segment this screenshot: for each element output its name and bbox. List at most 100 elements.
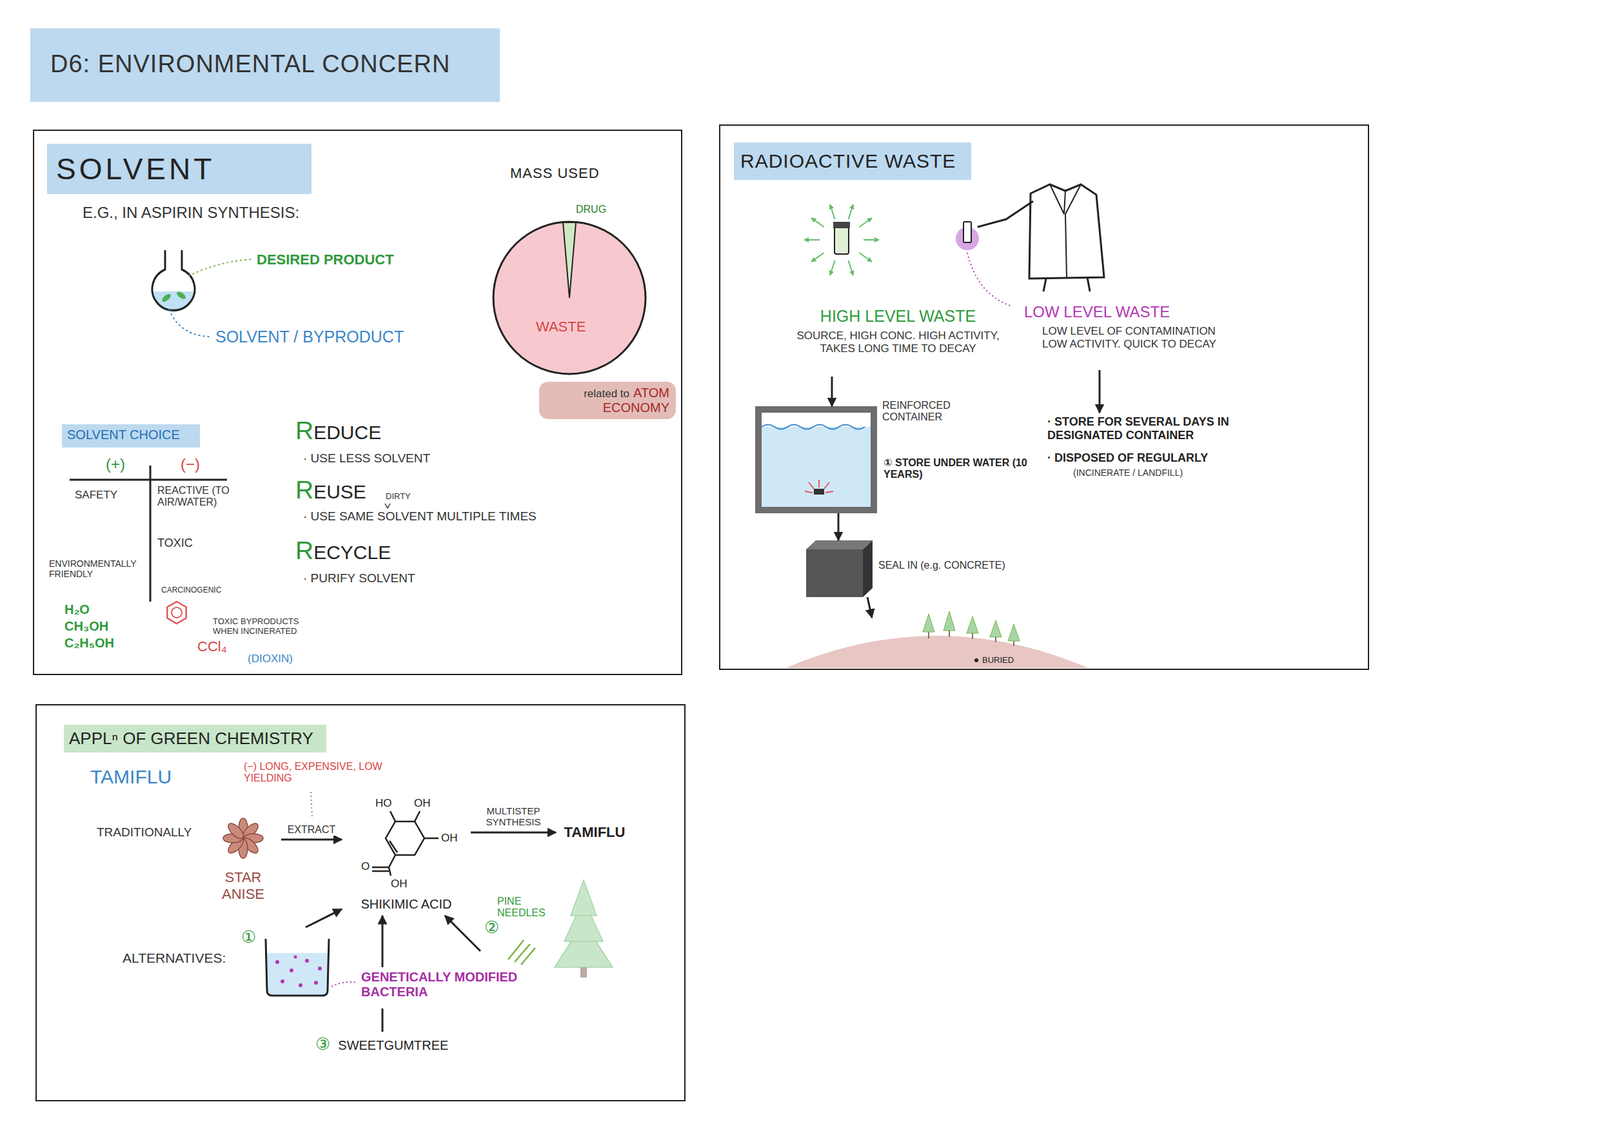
concrete-block: SEAL IN (e.g. CONCRETE): [806, 540, 873, 598]
double-bond: [389, 840, 398, 853]
beaker-liquid: [266, 953, 328, 996]
node-text: (INCINERATE / LANDFILL): [1073, 467, 1262, 478]
label-text: (−) LONG, EXPENSIVE, LOW YIELDING: [243, 760, 383, 785]
vial: [834, 227, 849, 255]
pine-tree: [554, 880, 613, 968]
dot: [289, 968, 294, 973]
node-text: SOURCE, HIGH CONC. HIGH ACTIVITY, TAKES …: [786, 329, 1010, 356]
compound: SHIKIMIC ACID: [341, 788, 471, 916]
rule-heading: REUSE: [295, 475, 367, 505]
node-text: TAMIFLU: [555, 824, 634, 841]
label-text: CCl₄: [197, 638, 228, 656]
ray: [859, 252, 873, 262]
concrete-side: [862, 540, 873, 598]
tree: [1007, 624, 1020, 642]
dot: [314, 980, 318, 985]
leader-line: [331, 982, 357, 987]
label-text: · PURIFY SOLVENT: [303, 571, 416, 586]
label-text: CARCINOGENIC: [161, 585, 222, 595]
ring: [385, 821, 425, 856]
insert-caret: [385, 503, 391, 509]
edge-label: EXTRACT: [286, 824, 338, 836]
leader-line: [310, 791, 313, 818]
pie-drug: [562, 222, 576, 298]
water: [761, 426, 871, 507]
arm: [977, 201, 1034, 228]
title-band: [30, 28, 500, 102]
connector: [381, 1008, 384, 1032]
flask-liquid: [152, 291, 195, 313]
dot: [294, 955, 298, 959]
node-text: · STORE FOR SEVERAL DAYS IN DESIGNATED C…: [1047, 415, 1262, 443]
lab-coat: [1029, 184, 1105, 279]
node-text: GENETICALLY MODIFIED BACTERIA: [361, 969, 550, 1000]
leader-line: [967, 252, 1010, 306]
dot: [305, 958, 309, 963]
dot: [298, 983, 303, 988]
concrete-top: [806, 540, 873, 550]
label-text: SOLVENT / BYPRODUCT: [215, 327, 404, 347]
title-text: D6: ENVIRONMENTAL CONCERN: [50, 50, 451, 79]
node-text: STAR ANISE: [206, 869, 280, 903]
heading-band: SOLVENT CHOICE: [61, 424, 200, 448]
flask: [152, 250, 195, 311]
rule-heading: REDUCE: [295, 416, 382, 445]
connector: [1098, 370, 1101, 413]
tree-trunks: [928, 630, 1014, 647]
ray: [863, 239, 880, 241]
waste-group: LOW LEVEL WASTELOW LEVEL OF CONTAMINATIO…: [1017, 300, 1231, 371]
container-frame: [758, 409, 874, 511]
atom-label: O: [361, 860, 370, 874]
tree-source: ③SWEETGUMTREE: [312, 1031, 481, 1066]
connector: [837, 513, 840, 541]
petal: [225, 820, 246, 841]
source-item: STAR ANISE: [205, 813, 282, 905]
beaker: [265, 938, 329, 996]
tree: [989, 620, 1002, 638]
connector: [470, 831, 556, 834]
legs: [1043, 277, 1090, 292]
ray: [811, 252, 825, 262]
dot: [275, 960, 280, 965]
atom-label: HO: [375, 797, 393, 810]
bonds: [372, 811, 439, 876]
label-text: TOXIC: [157, 536, 193, 551]
node-text: SEAL IN (e.g. CONCRETE): [878, 559, 1006, 572]
concrete-front: [806, 549, 863, 598]
pine-source: ②PINE NEEDLES: [480, 893, 616, 965]
panel-heading: APPLⁿ OF GREEN CHEMISTRY: [63, 724, 327, 753]
label-text: (DIOXIN): [247, 652, 293, 666]
label-text: ALTERNATIVES:: [122, 950, 226, 967]
ray: [829, 204, 836, 220]
burial-mound: BURIED: [785, 617, 1089, 669]
star-anise: [223, 818, 264, 859]
node-text: HIGH LEVEL WASTE: [786, 306, 1010, 326]
rule-heading: RECYCLE: [295, 536, 391, 565]
node-text: SHIKIMIC ACID: [345, 897, 467, 912]
table-line: [69, 479, 228, 482]
node-text: SWEETGUMTREE: [337, 1038, 449, 1053]
node-text: SOLVENT CHOICE: [67, 427, 195, 443]
product: TAMIFLU: [555, 819, 634, 847]
dot: [280, 979, 285, 984]
ground-mound: [785, 635, 1089, 669]
node-text: · DISPOSED OF REGULARLY: [1047, 451, 1262, 465]
leader-line: [168, 309, 212, 337]
panel: RADIOACTIVE WASTEHIGH LEVEL WASTESOURCE,…: [719, 124, 1370, 671]
tree: [966, 616, 979, 634]
label-text: (+): [105, 455, 126, 474]
node-text: DRUG: [575, 203, 607, 216]
steps-list: · STORE FOR SEVERAL DAYS IN DESIGNATED C…: [1044, 412, 1265, 497]
product-crystal: [175, 290, 188, 301]
connector: [444, 915, 481, 952]
node-text: PINE NEEDLES: [497, 895, 556, 919]
ray: [804, 239, 820, 241]
benzene-ring: [171, 607, 182, 618]
atom-label: OH: [390, 877, 408, 891]
ray: [859, 217, 873, 228]
label-text: ENVIRONMENTALLY FRIENDLY: [49, 558, 149, 580]
atom-label: OH: [414, 797, 431, 810]
radiation-rays: [804, 479, 834, 493]
node-text: REINFORCED CONTAINER: [882, 399, 996, 424]
callout-number: ②: [484, 917, 500, 938]
